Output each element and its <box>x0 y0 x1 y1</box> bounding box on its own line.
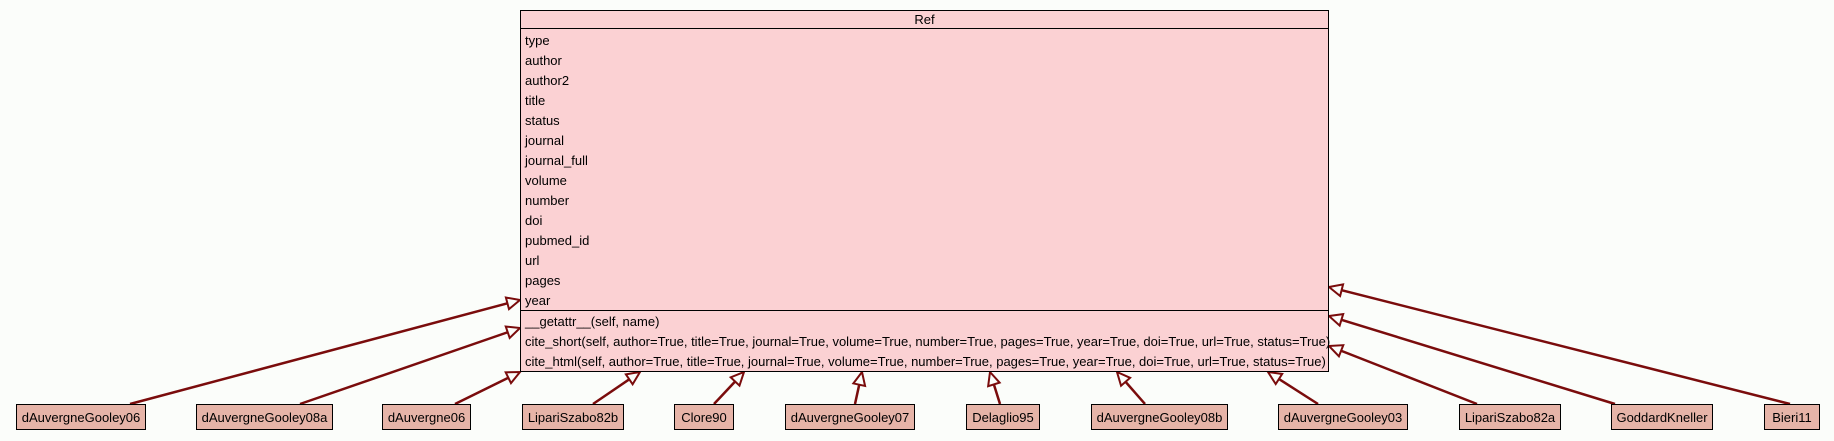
attribute-pubmed-id: pubmed_id <box>525 233 590 248</box>
class-dauvergnegooley03[interactable]: dAuvergneGooley03 <box>1278 404 1408 430</box>
attribute-title: title <box>525 93 546 108</box>
attribute-author: author <box>525 53 562 68</box>
inheritance-edge-8 <box>1278 377 1319 406</box>
class-delaglio95[interactable]: Delaglio95 <box>966 404 1040 430</box>
attribute-pages: pages <box>525 273 561 288</box>
attribute-status: status <box>525 113 560 128</box>
attribute-journal-full: journal_full <box>525 153 588 168</box>
inheritance-arrowhead-7 <box>1115 370 1132 388</box>
inheritance-edge-4 <box>713 380 737 405</box>
inheritance-edge-2 <box>454 376 509 406</box>
attribute-volume: volume <box>525 173 567 188</box>
method-getattr: __getattr__(self, name) <box>525 314 660 329</box>
inheritance-arrowhead-0 <box>504 296 523 311</box>
attribute-number: number <box>525 193 570 208</box>
class-liparisabo82b[interactable]: LipariSzabo82b <box>522 404 624 430</box>
inheritance-arrowhead-11 <box>1326 283 1345 298</box>
inheritance-edge-6 <box>992 384 1002 405</box>
method-list: __getattr__(self, name) cite_short(self,… <box>521 310 1331 372</box>
attribute-list: type author author2 title status journal… <box>521 29 1328 311</box>
class-dauvergnegooley06[interactable]: dAuvergneGooley06 <box>16 404 146 430</box>
inheritance-edge-11 <box>1341 288 1791 406</box>
inheritance-arrowhead-1 <box>504 325 523 340</box>
inheritance-edge-7 <box>1124 380 1146 405</box>
inheritance-edge-0 <box>129 302 508 406</box>
attribute-url: url <box>525 253 540 268</box>
inheritance-edge-10 <box>1341 318 1616 406</box>
inheritance-arrowhead-4 <box>728 370 746 388</box>
class-dauvergne06[interactable]: dAuvergne06 <box>382 404 471 430</box>
method-cite-short: cite_short(self, author=True, title=True… <box>525 334 1331 349</box>
class-dauvergnegooley07[interactable]: dAuvergneGooley07 <box>785 404 915 430</box>
attribute-doi: doi <box>525 213 543 228</box>
method-cite-html: cite_html(self, author=True, title=True,… <box>525 354 1326 369</box>
class-name-ref: Ref <box>521 11 1328 29</box>
inheritance-edge-1 <box>299 331 509 406</box>
attribute-journal: journal <box>525 133 565 148</box>
class-goddardkneller[interactable]: GoddardKneller <box>1611 404 1713 430</box>
inheritance-arrowhead-6 <box>986 369 1002 388</box>
class-bieri11[interactable]: Bieri11 <box>1764 404 1820 430</box>
inheritance-arrowhead-9 <box>1326 344 1345 359</box>
inheritance-arrowhead-2 <box>504 370 523 385</box>
attribute-author2: author2 <box>525 73 570 88</box>
inheritance-edge-9 <box>1340 349 1478 406</box>
inheritance-arrowhead-3 <box>624 370 642 387</box>
class-dauvergnegooley08a[interactable]: dAuvergneGooley08a <box>196 404 333 430</box>
inheritance-edge-5 <box>853 384 861 405</box>
class-dauvergnegooley08b[interactable]: dAuvergneGooley08b <box>1091 404 1228 430</box>
attribute-type: type <box>525 33 550 48</box>
attribute-year: year <box>525 293 551 308</box>
class-ref[interactable]: Ref type author author2 title status jou… <box>520 10 1331 372</box>
inheritance-edge-3 <box>592 378 630 406</box>
class-clore90[interactable]: Clore90 <box>674 404 734 430</box>
inheritance-arrowhead-10 <box>1326 312 1345 328</box>
inheritance-arrowhead-5 <box>851 369 867 388</box>
inheritance-arrowhead-8 <box>1265 370 1284 386</box>
class-liparisabo82a[interactable]: LipariSzabo82a <box>1459 404 1561 430</box>
